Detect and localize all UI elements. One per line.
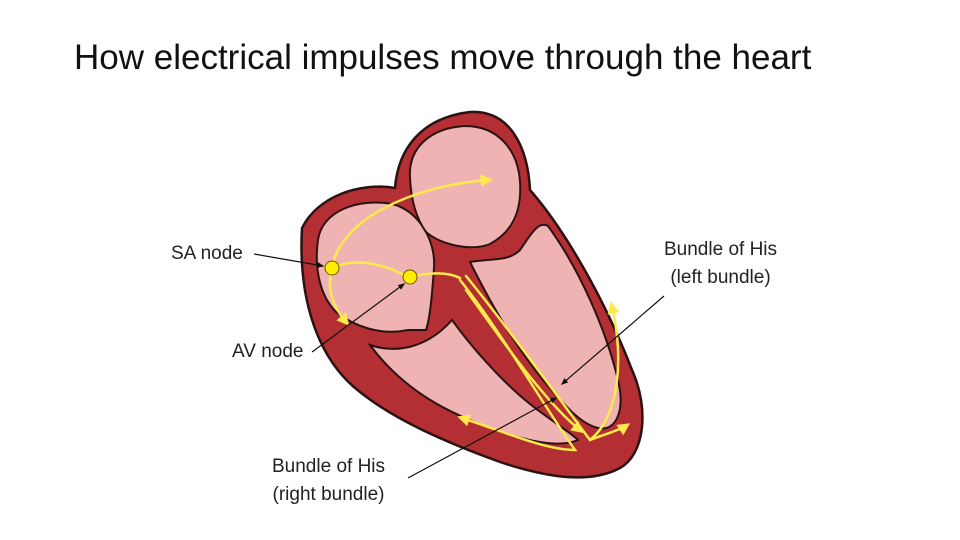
impulse-path-to-left-atrium bbox=[330, 174, 493, 270]
impulse-path-right-bundle bbox=[457, 278, 578, 452]
label-pointers bbox=[253, 253, 665, 479]
right-bundle-pointer bbox=[407, 397, 558, 479]
av-node-label: AV node bbox=[232, 338, 303, 366]
bundle-right-label-line1: Bundle of His bbox=[272, 456, 386, 477]
bundle-left-label: Bundle of His (left bundle) bbox=[664, 236, 777, 292]
sa-node-label-text: SA node bbox=[171, 243, 243, 264]
slide-title: How electrical impulses move through the… bbox=[74, 38, 812, 77]
right-atrium-chamber bbox=[315, 201, 436, 333]
impulse-path-lv-wall bbox=[588, 423, 631, 442]
sa-node-marker bbox=[324, 260, 340, 276]
sa-node-pointer bbox=[253, 253, 325, 268]
impulse-pathways bbox=[328, 174, 631, 452]
sa-node-label: SA node bbox=[171, 240, 243, 268]
bundle-right-label-line2: (right bundle) bbox=[272, 484, 385, 505]
av-node-label-text: AV node bbox=[232, 341, 304, 362]
impulse-path-septum-inner bbox=[464, 288, 584, 434]
bundle-right-label: Bundle of His (right bundle) bbox=[272, 453, 385, 509]
av-node-pointer bbox=[311, 283, 406, 353]
bundle-left-label-line1: Bundle of His bbox=[664, 239, 778, 260]
av-node-marker bbox=[402, 269, 418, 285]
left-atrium-chamber bbox=[408, 124, 522, 249]
bundle-left-label-line2: (left bundle) bbox=[670, 267, 771, 288]
left-bundle-pointer bbox=[560, 295, 665, 385]
